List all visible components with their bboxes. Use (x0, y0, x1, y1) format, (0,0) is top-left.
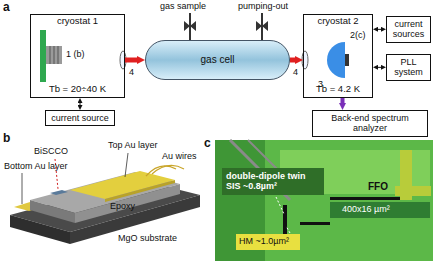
chip-micrograph-part (236, 234, 300, 250)
panel-letter: b (3, 132, 10, 146)
cryostat-box: cryostat 2Tb = 4.2 K (303, 14, 373, 98)
layer-label: Top Au layer (108, 140, 158, 150)
chip-micrograph-part (330, 197, 400, 200)
panel-letter: c (204, 137, 211, 151)
callout-number: 3 (318, 79, 323, 89)
chip-micrograph-part (222, 168, 324, 195)
node-title: cryostat 2 (317, 16, 358, 27)
sandwich-structure-part (10, 215, 70, 244)
callout-number: 4 (129, 67, 134, 77)
connector-arrow (378, 29, 381, 30)
panel-letter: a (3, 1, 10, 15)
cryostat-1-internals-part (50, 46, 51, 64)
node-note: Tb = 20÷40 K (49, 84, 106, 95)
sandwich-structure-part (50, 190, 68, 195)
gas-cell-valves-part (256, 21, 268, 31)
layer-label: Bottom Au layer (4, 161, 68, 171)
gas-cell-valves (184, 13, 268, 40)
gas-cell: gas cell (145, 40, 290, 80)
pll-box: PLL system (386, 54, 431, 81)
analyzer-box: Back-end spectrum analyzer (312, 110, 428, 137)
cryostat-1-internals-part (58, 46, 59, 64)
cryostat-1-internals (40, 30, 126, 82)
node-title: PLL system (390, 57, 427, 78)
node-title: current sources (390, 19, 427, 40)
cryostat-2-internals (302, 42, 349, 78)
chip-micrograph-part (300, 222, 330, 225)
chip-micrograph (215, 140, 433, 261)
oscillator-label: FFO (368, 181, 388, 193)
callout-number: 1 (b) (66, 49, 85, 59)
connector-arrow (125, 58, 137, 63)
chip-micrograph-part (286, 226, 290, 233)
layer-label: BiSCCO (34, 146, 68, 156)
valve-label: gas sample (160, 1, 206, 11)
connector-arrow (341, 98, 345, 103)
connector-arrow (80, 103, 81, 105)
cryostat-2-internals-part (345, 54, 349, 66)
layer-label: MgO substrate (118, 233, 177, 243)
callout-number: 2(c) (350, 30, 366, 40)
node-title: current source (51, 113, 109, 123)
cryostat-2-internals-part (327, 42, 345, 78)
source-box: current sources (386, 16, 431, 43)
node-title: cryostat 1 (57, 16, 98, 27)
node-title: Back-end spectrum analyzer (316, 113, 424, 134)
mixer-label: HM ~1.0µm² (239, 236, 289, 246)
callout-number: 4 (293, 67, 298, 77)
sandwich-structure-part (152, 165, 184, 174)
sandwich-structure-part (30, 200, 75, 223)
cryostat-1-internals-part (46, 46, 62, 64)
chip-micrograph-part (276, 197, 284, 214)
connector-arrow (378, 67, 381, 68)
chip-micrograph-part (283, 205, 287, 235)
sandwich-structure-part (105, 180, 175, 202)
layer-label: Au wires (162, 151, 197, 161)
connector-arrow (290, 58, 295, 63)
sandwich-structure-part (125, 153, 128, 177)
node-title: gas cell (201, 54, 235, 66)
cryostat-1-internals-part (40, 30, 46, 82)
gas-cell-valves-part (184, 21, 196, 31)
chip-micrograph-part (395, 186, 431, 196)
sandwich-structure-part (22, 173, 23, 204)
source-box: current source (45, 110, 115, 126)
cryostat-1-internals-part (54, 46, 55, 64)
chip-micrograph-part (215, 140, 433, 261)
layer-label: Epoxy (110, 201, 135, 211)
junction-label: double-dipole twin SIS ~0.8µm² (226, 171, 322, 192)
dimension-label: 400x16 µm² (342, 204, 390, 214)
valve-label: pumping-out (238, 1, 288, 11)
chip-micrograph-part (330, 202, 430, 218)
